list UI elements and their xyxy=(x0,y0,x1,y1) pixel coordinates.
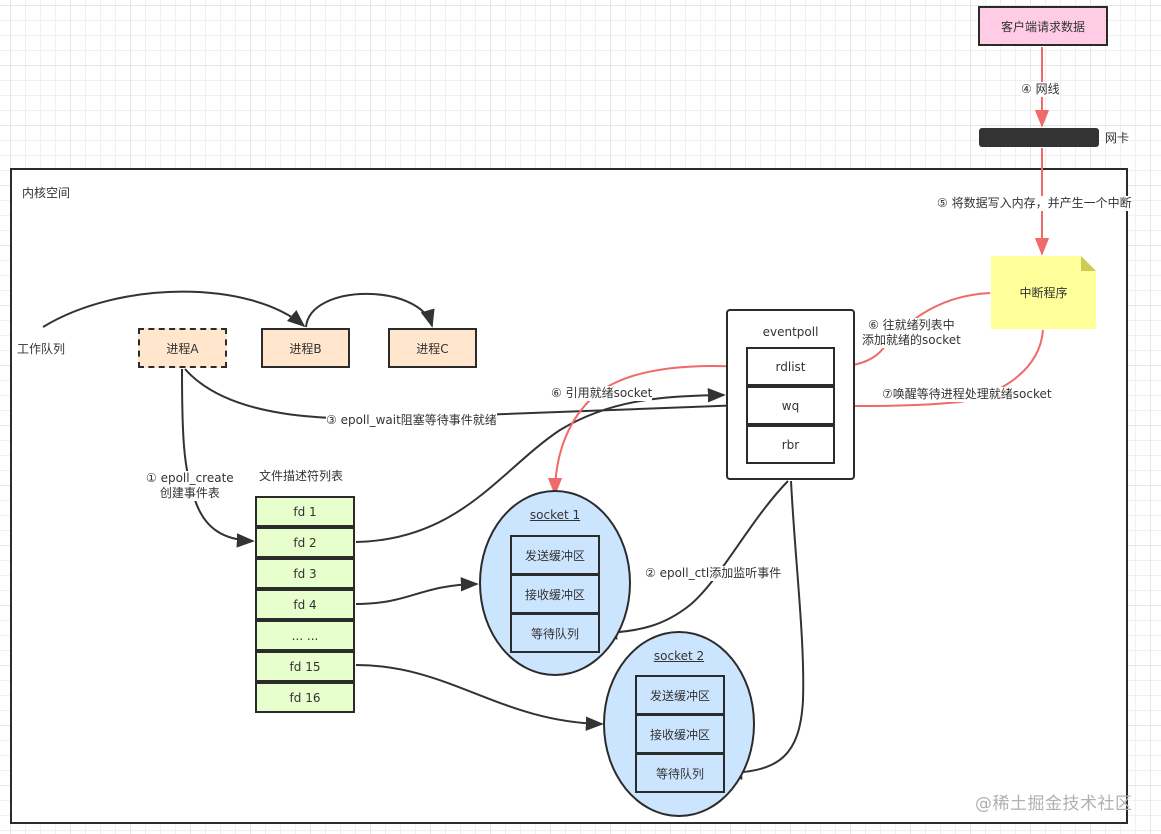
fd-row: fd 3 xyxy=(255,558,355,589)
arrow-workqueue-to-processB xyxy=(42,290,306,328)
eventpoll-rdlist: rdlist xyxy=(746,347,835,386)
watermark: @稀土掘金技术社区 xyxy=(975,794,1133,814)
wait-queue-label: 等待队列 xyxy=(530,626,579,641)
process-c-label: 进程C xyxy=(416,341,449,356)
fd-row: fd 2 xyxy=(255,527,355,558)
fd-row: ... ... xyxy=(255,620,355,651)
recv-buffer-label: 接收缓冲区 xyxy=(649,727,710,742)
send-buffer-label: 发送缓冲区 xyxy=(524,548,585,563)
socket-2-send-buffer: 发送缓冲区 xyxy=(635,675,725,715)
network-card-label: 网卡 xyxy=(1105,131,1130,145)
socket-2-recv-buffer: 接收缓冲区 xyxy=(635,714,725,754)
client-request-box: 客户端请求数据 xyxy=(978,6,1108,46)
arrow-fd2-to-eventpoll xyxy=(355,388,726,543)
process-b-label: 进程B xyxy=(289,341,322,356)
step3-label: ③ epoll_wait阻塞等待事件就绪 xyxy=(326,413,497,428)
fd-row-label: fd 3 xyxy=(293,566,317,581)
fd-row-label: fd 15 xyxy=(289,659,321,674)
eventpoll-wq: wq xyxy=(746,386,835,425)
arrow-epoll-create xyxy=(181,368,255,548)
process-a-label: 进程A xyxy=(166,341,199,356)
socket-1-recv-buffer: 接收缓冲区 xyxy=(510,574,600,614)
step1-line2: 创建事件表 xyxy=(159,486,220,500)
recv-buffer-label: 接收缓冲区 xyxy=(524,587,585,602)
step2-label: ② epoll_ctl添加监听事件 xyxy=(645,566,782,581)
eventpoll-rbr: rbr xyxy=(746,425,835,464)
arrow-interrupt-to-wq xyxy=(835,329,1044,414)
work-queue-label: 工作队列 xyxy=(17,342,66,356)
fd-row: fd 15 xyxy=(255,651,355,682)
fd-row-label: fd 4 xyxy=(293,597,317,612)
step1-line1: ① epoll_create xyxy=(146,471,234,485)
arrow-processB-to-processC xyxy=(305,292,435,328)
write-memory-label: ⑤ 将数据写入内存，并产生一个中断 xyxy=(937,196,1132,211)
send-buffer-label: 发送缓冲区 xyxy=(649,688,710,703)
process-a: 进程A xyxy=(138,328,227,368)
socket-2-title: socket 2 xyxy=(653,649,705,663)
step6a-line2: 添加就绪的socket xyxy=(862,333,961,347)
arrow-fd4-to-socket1 xyxy=(355,577,479,605)
process-b: 进程B xyxy=(261,328,350,368)
network-card xyxy=(979,128,1099,147)
socket-1-title: socket 1 xyxy=(529,508,581,522)
step1-label: ① epoll_create 创建事件表 xyxy=(146,471,234,501)
interrupt-handler: 中断程序 xyxy=(991,256,1096,329)
arrow-epoll-ctl-socket1 xyxy=(599,480,789,640)
process-c: 进程C xyxy=(388,328,477,368)
kernel-space-title: 内核空间 xyxy=(22,186,71,200)
arrow-epoll-ctl-socket2 xyxy=(724,480,805,780)
arrow-fd15-to-socket2 xyxy=(355,664,604,731)
rbr-label: rbr xyxy=(781,437,800,452)
socket-2-wait-queue: 等待队列 xyxy=(635,753,725,793)
fd-row-label: ... ... xyxy=(291,628,319,643)
fd-row-label: fd 2 xyxy=(293,535,317,550)
wait-queue-label: 等待队列 xyxy=(655,766,704,781)
step6a-label: ⑥ 往就绪列表中 添加就绪的socket xyxy=(862,318,961,348)
fd-row: fd 4 xyxy=(255,589,355,620)
fd-table-title: 文件描述符列表 xyxy=(259,469,344,483)
fd-row: fd 16 xyxy=(255,682,355,713)
eventpoll-title: eventpoll xyxy=(762,325,819,339)
client-request-label: 客户端请求数据 xyxy=(1000,19,1085,34)
wq-label: wq xyxy=(781,398,800,413)
rdlist-label: rdlist xyxy=(775,359,806,374)
socket-1-wait-queue: 等待队列 xyxy=(510,613,600,653)
interrupt-handler-note xyxy=(991,256,1096,329)
fd-row: fd 1 xyxy=(255,496,355,527)
arrow-epoll-wait xyxy=(184,368,746,420)
fd-row-label: fd 1 xyxy=(293,504,317,519)
interrupt-handler-label: 中断程序 xyxy=(1019,286,1068,300)
fd-row-label: fd 16 xyxy=(289,690,321,705)
step6b-label: ⑥ 引用就绪socket xyxy=(551,386,653,401)
socket-1-send-buffer: 发送缓冲区 xyxy=(510,535,600,575)
step6a-line1: ⑥ 往就绪列表中 xyxy=(868,318,955,332)
step7-label: ⑦唤醒等待进程处理就绪socket xyxy=(882,387,1052,402)
wire-label: ④ 网线 xyxy=(1021,82,1060,97)
